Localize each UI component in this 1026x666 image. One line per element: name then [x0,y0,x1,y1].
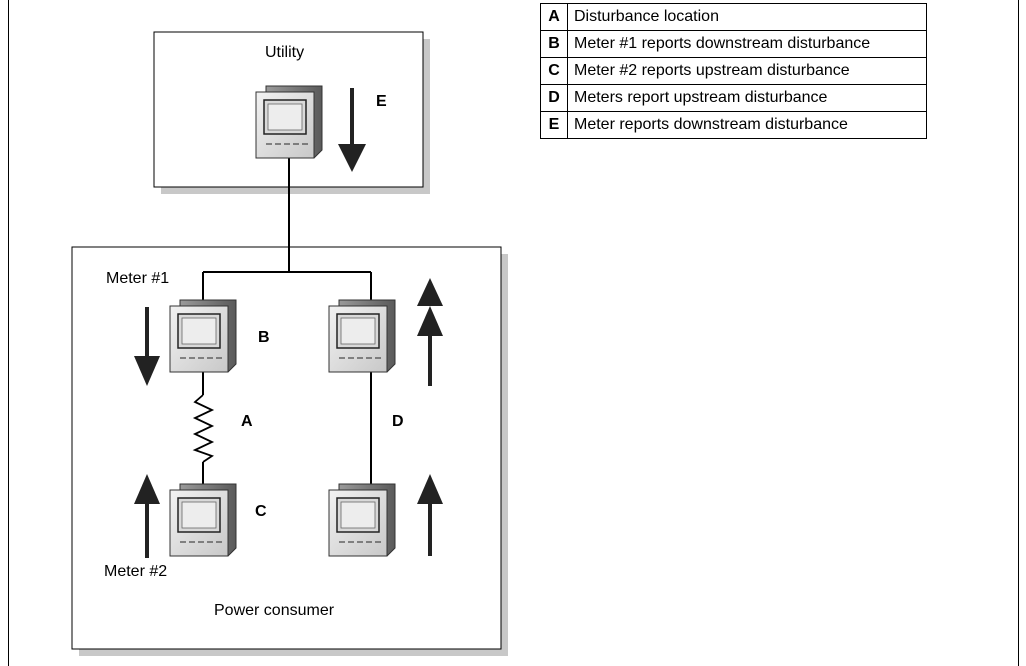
legend-text: Disturbance location [567,3,927,31]
legend-key: A [540,3,568,31]
meter2-label: Meter #2 [104,563,167,580]
legend-table: A Disturbance location B Meter #1 report… [540,3,927,139]
legend-text: Meter #2 reports upstream disturbance [567,57,927,85]
legend-text: Meter reports downstream disturbance [567,111,927,139]
utility-label: Utility [265,44,304,61]
wiring [202,150,372,484]
legend-row: B Meter #1 reports downstream disturbanc… [540,30,927,58]
letter-b: B [258,329,270,346]
disturbance-zigzag [192,394,215,463]
legend-text: Meters report upstream disturbance [567,84,927,112]
legend-key: C [540,57,568,85]
utility-meter [255,85,323,159]
letter-e: E [376,93,387,110]
meter-top-right [328,299,396,373]
legend-key: B [540,30,568,58]
legend-row: E Meter reports downstream disturbance [540,111,927,139]
meter-2 [169,483,237,557]
arrow-up-bottom-right-icon [417,474,443,556]
page-frame [8,0,1019,666]
legend-key: D [540,84,568,112]
legend-row: C Meter #2 reports upstream disturbance [540,57,927,85]
arrow-up-top-right-icon [417,278,443,386]
consumer-box [71,246,502,650]
meter-1 [169,299,237,373]
letter-c: C [255,503,267,520]
arrow-up-meter2-icon [134,474,160,558]
legend-key: E [540,111,568,139]
letter-a: A [241,413,253,430]
legend-row: A Disturbance location [540,3,927,31]
letter-d: D [392,413,404,430]
arrow-down-meter1-icon [134,307,160,386]
meter-bottom-right [328,483,396,557]
meter1-label: Meter #1 [106,270,169,287]
power-consumer-label: Power consumer [214,602,335,619]
legend-text: Meter #1 reports downstream disturbance [567,30,927,58]
legend-row: D Meters report upstream disturbance [540,84,927,112]
arrow-down-utility-icon [338,88,366,172]
